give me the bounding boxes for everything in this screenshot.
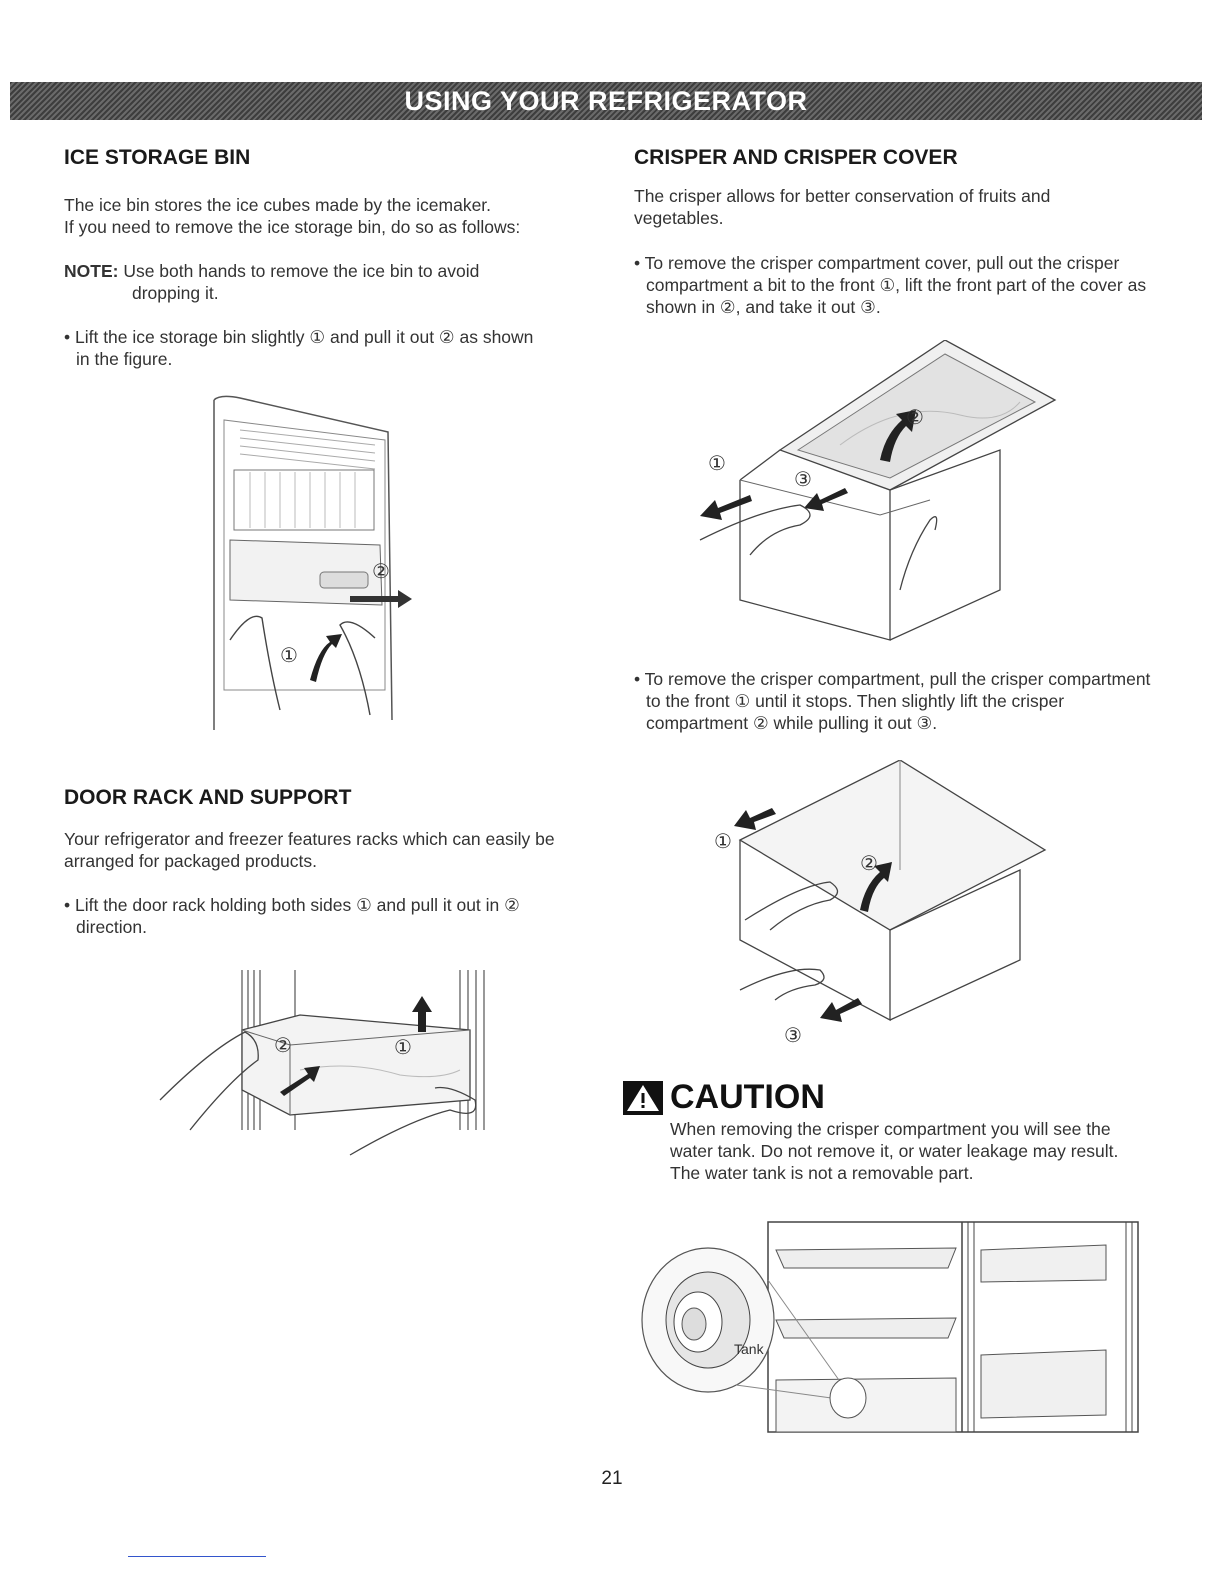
crisper-cover-label-2: ② bbox=[906, 407, 924, 429]
door-rack-label-2: ② bbox=[274, 1035, 292, 1057]
caution-header: CAUTION bbox=[622, 1078, 825, 1117]
ice-bin-heading: ICE STORAGE BIN bbox=[64, 146, 251, 169]
crisper-cover-bullet-text: • To remove the crisper compartment cove… bbox=[634, 253, 1147, 317]
crisper-cover-figure: ① ② ③ bbox=[699, 340, 1057, 641]
door-rack-bullet: • Lift the door rack holding both sides … bbox=[64, 894, 564, 938]
ice-bin-label-2: ② bbox=[372, 561, 390, 583]
ice-bin-bullet: • Lift the ice storage bin slightly ① an… bbox=[64, 326, 544, 370]
crisper-compartment-figure: ① ② ③ bbox=[714, 760, 1047, 1047]
crisper-cover-label-3: ③ bbox=[794, 469, 812, 491]
section-banner: USING YOUR REFRIGERATOR bbox=[10, 82, 1202, 120]
crisper-intro: The crisper allows for better conservati… bbox=[634, 186, 1051, 228]
page-number: 21 bbox=[601, 1468, 623, 1489]
ice-bin-intro: The ice bin stores the ice cubes made by… bbox=[64, 194, 604, 238]
ice-bin-label-1: ① bbox=[280, 645, 298, 667]
ice-bin-bullet-text: • Lift the ice storage bin slightly ① an… bbox=[64, 327, 534, 369]
crisper-compartment-label-2: ② bbox=[860, 853, 878, 875]
crisper-cover-bullet: • To remove the crisper compartment cove… bbox=[634, 252, 1154, 318]
crisper-compartment-label-1: ① bbox=[714, 831, 732, 853]
ice-bin-figure: ① ② bbox=[213, 395, 412, 730]
note-line2: dropping it. bbox=[132, 283, 219, 303]
tank-label: Tank bbox=[734, 1341, 765, 1357]
door-rack-heading: DOOR RACK AND SUPPORT bbox=[64, 786, 352, 809]
door-rack-intro: Your refrigerator and freezer features r… bbox=[64, 829, 555, 871]
warning-icon bbox=[623, 1080, 663, 1115]
crisper-compartment-bullet-text: • To remove the crisper compartment, pul… bbox=[634, 669, 1151, 733]
caution-text: When removing the crisper compartment yo… bbox=[670, 1119, 1119, 1183]
crisper-compartment-label-3: ③ bbox=[784, 1025, 802, 1047]
crisper-compartment-bullet: • To remove the crisper compartment, pul… bbox=[634, 668, 1154, 734]
crisper-cover-label-1: ① bbox=[708, 453, 726, 475]
water-tank-figure: Tank bbox=[641, 1221, 1139, 1433]
banner-title: USING YOUR REFRIGERATOR bbox=[404, 85, 808, 116]
ice-bin-note: NOTE: Use both hands to remove the ice b… bbox=[64, 260, 604, 304]
door-rack-label-1: ① bbox=[394, 1037, 412, 1059]
ice-bin-intro-line2: If you need to remove the ice storage bi… bbox=[64, 217, 521, 237]
door-rack-figure: ② ① bbox=[159, 970, 485, 1156]
note-label: NOTE: bbox=[64, 261, 119, 281]
note-line1: Use both hands to remove the ice bin to … bbox=[118, 261, 480, 281]
crisper-heading: CRISPER AND CRISPER COVER bbox=[634, 146, 958, 169]
ice-bin-intro-line1: The ice bin stores the ice cubes made by… bbox=[64, 195, 492, 215]
footer-line bbox=[128, 1556, 266, 1557]
caution-title: CAUTION bbox=[670, 1078, 825, 1116]
door-rack-bullet-text: • Lift the door rack holding both sides … bbox=[64, 895, 520, 937]
